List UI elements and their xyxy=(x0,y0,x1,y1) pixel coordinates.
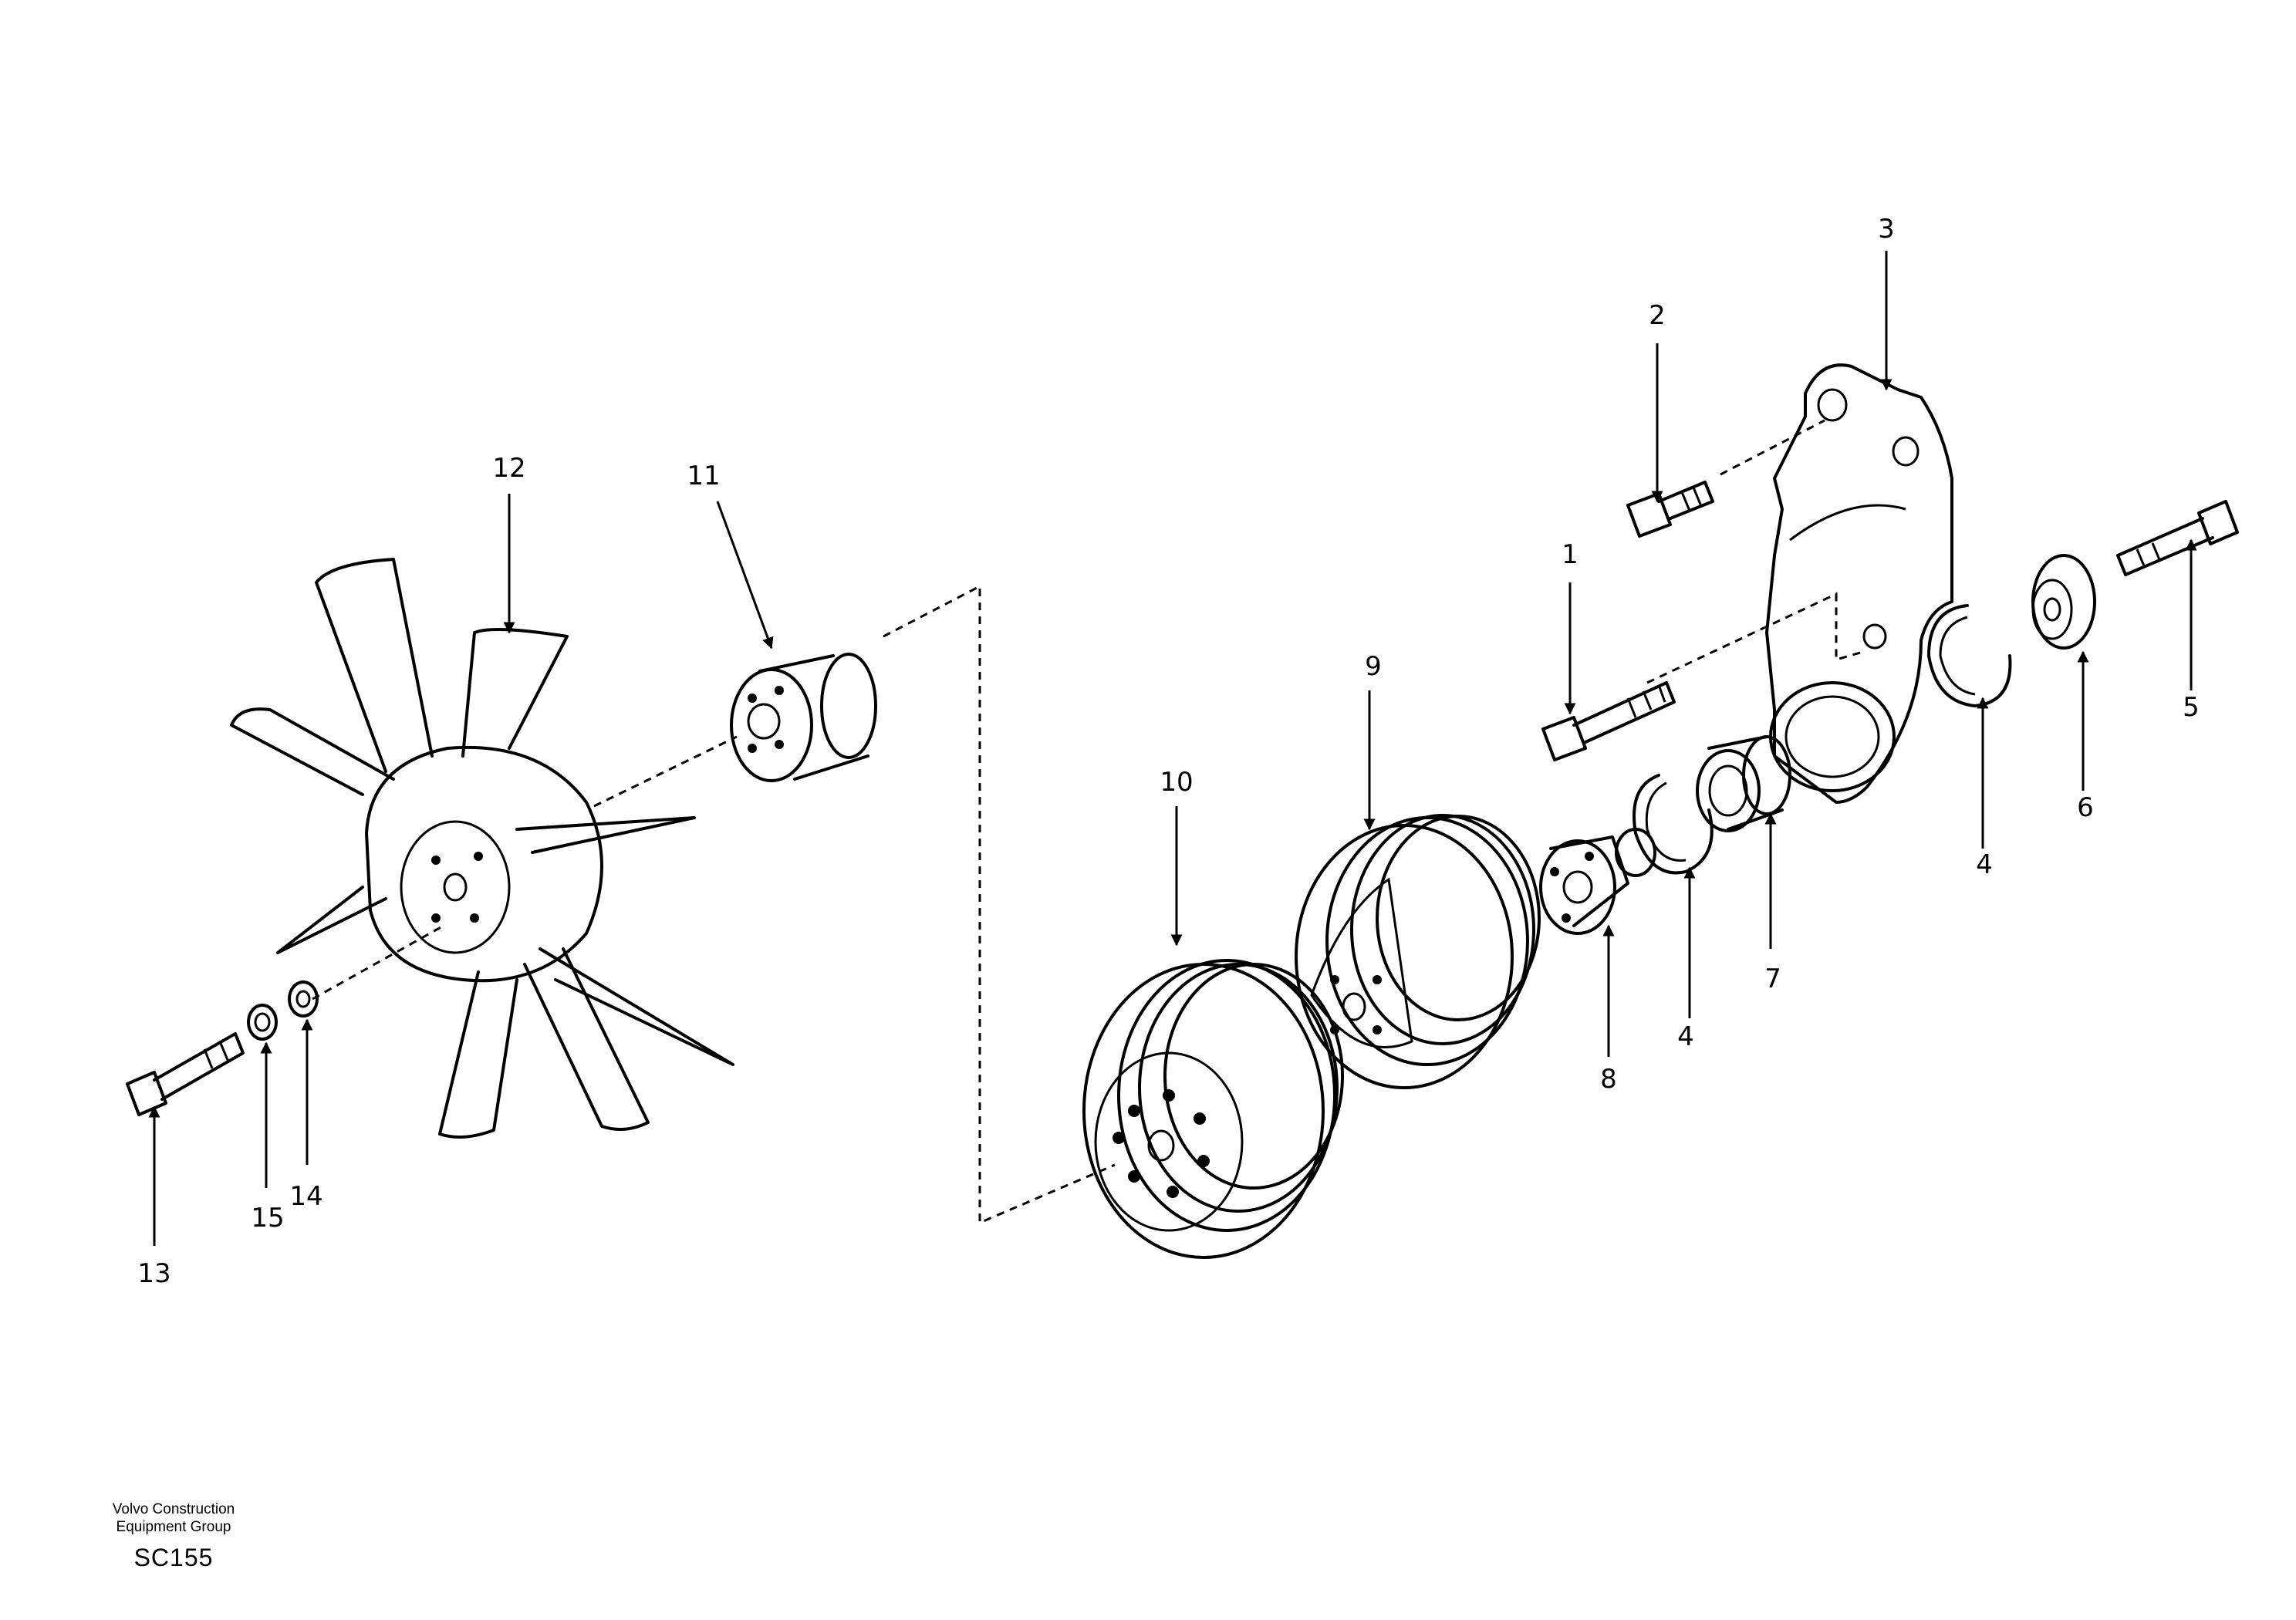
callout-3: 3 xyxy=(1878,214,1895,245)
alignment-line-bolt1-bracket xyxy=(1646,592,1864,684)
callout-11: 11 xyxy=(687,461,720,491)
callout-4b: 4 xyxy=(1976,849,1993,880)
callout-14: 14 xyxy=(289,1181,322,1212)
callout-5: 5 xyxy=(2183,692,2200,723)
fan-pulley xyxy=(1295,814,1541,1089)
callout-4a: 4 xyxy=(1677,1021,1694,1052)
washer-6 xyxy=(2031,554,2096,650)
callout-8: 8 xyxy=(1600,1064,1617,1095)
callout-15: 15 xyxy=(251,1203,284,1234)
callout-6: 6 xyxy=(2077,792,2094,823)
crank-pulley xyxy=(1082,959,1344,1259)
diagram-code: SC155 xyxy=(133,1544,214,1571)
callout-10: 10 xyxy=(1160,767,1193,798)
alignment-line-fan-spacer xyxy=(593,735,738,808)
alignment-line-spacer-pulley xyxy=(883,584,1116,1225)
pulley-hub xyxy=(1539,828,1656,935)
callout-13: 13 xyxy=(137,1258,171,1289)
snap-ring-rear xyxy=(1927,604,2012,707)
callout-7: 7 xyxy=(1764,964,1781,994)
callout-1: 1 xyxy=(1562,539,1578,570)
alignment-line-bolt2-bracket xyxy=(1720,419,1825,476)
washer-14 xyxy=(288,980,319,1018)
bolt-1 xyxy=(1541,681,1676,761)
fan-spacer xyxy=(730,653,877,782)
snap-ring-front xyxy=(1633,774,1714,875)
fan-blade-assembly xyxy=(230,558,734,1139)
bolt-2 xyxy=(1626,481,1714,538)
bolt-13 xyxy=(126,1032,245,1116)
callout-2: 2 xyxy=(1649,300,1666,331)
callout-9: 9 xyxy=(1365,651,1382,682)
org-name-line2: Equipment Group xyxy=(116,1519,231,1535)
fan-bracket xyxy=(1765,363,1953,804)
alignment-line-washer-fan xyxy=(312,924,444,1001)
bolt-5 xyxy=(2116,500,2239,576)
lock-nut-15 xyxy=(247,1004,278,1041)
org-name-line1: Volvo Construction xyxy=(112,1501,235,1517)
callout-12: 12 xyxy=(492,453,525,484)
leader-11 xyxy=(716,501,774,650)
footer-block: Volvo Construction Equipment Group SC155 xyxy=(73,1500,274,1572)
